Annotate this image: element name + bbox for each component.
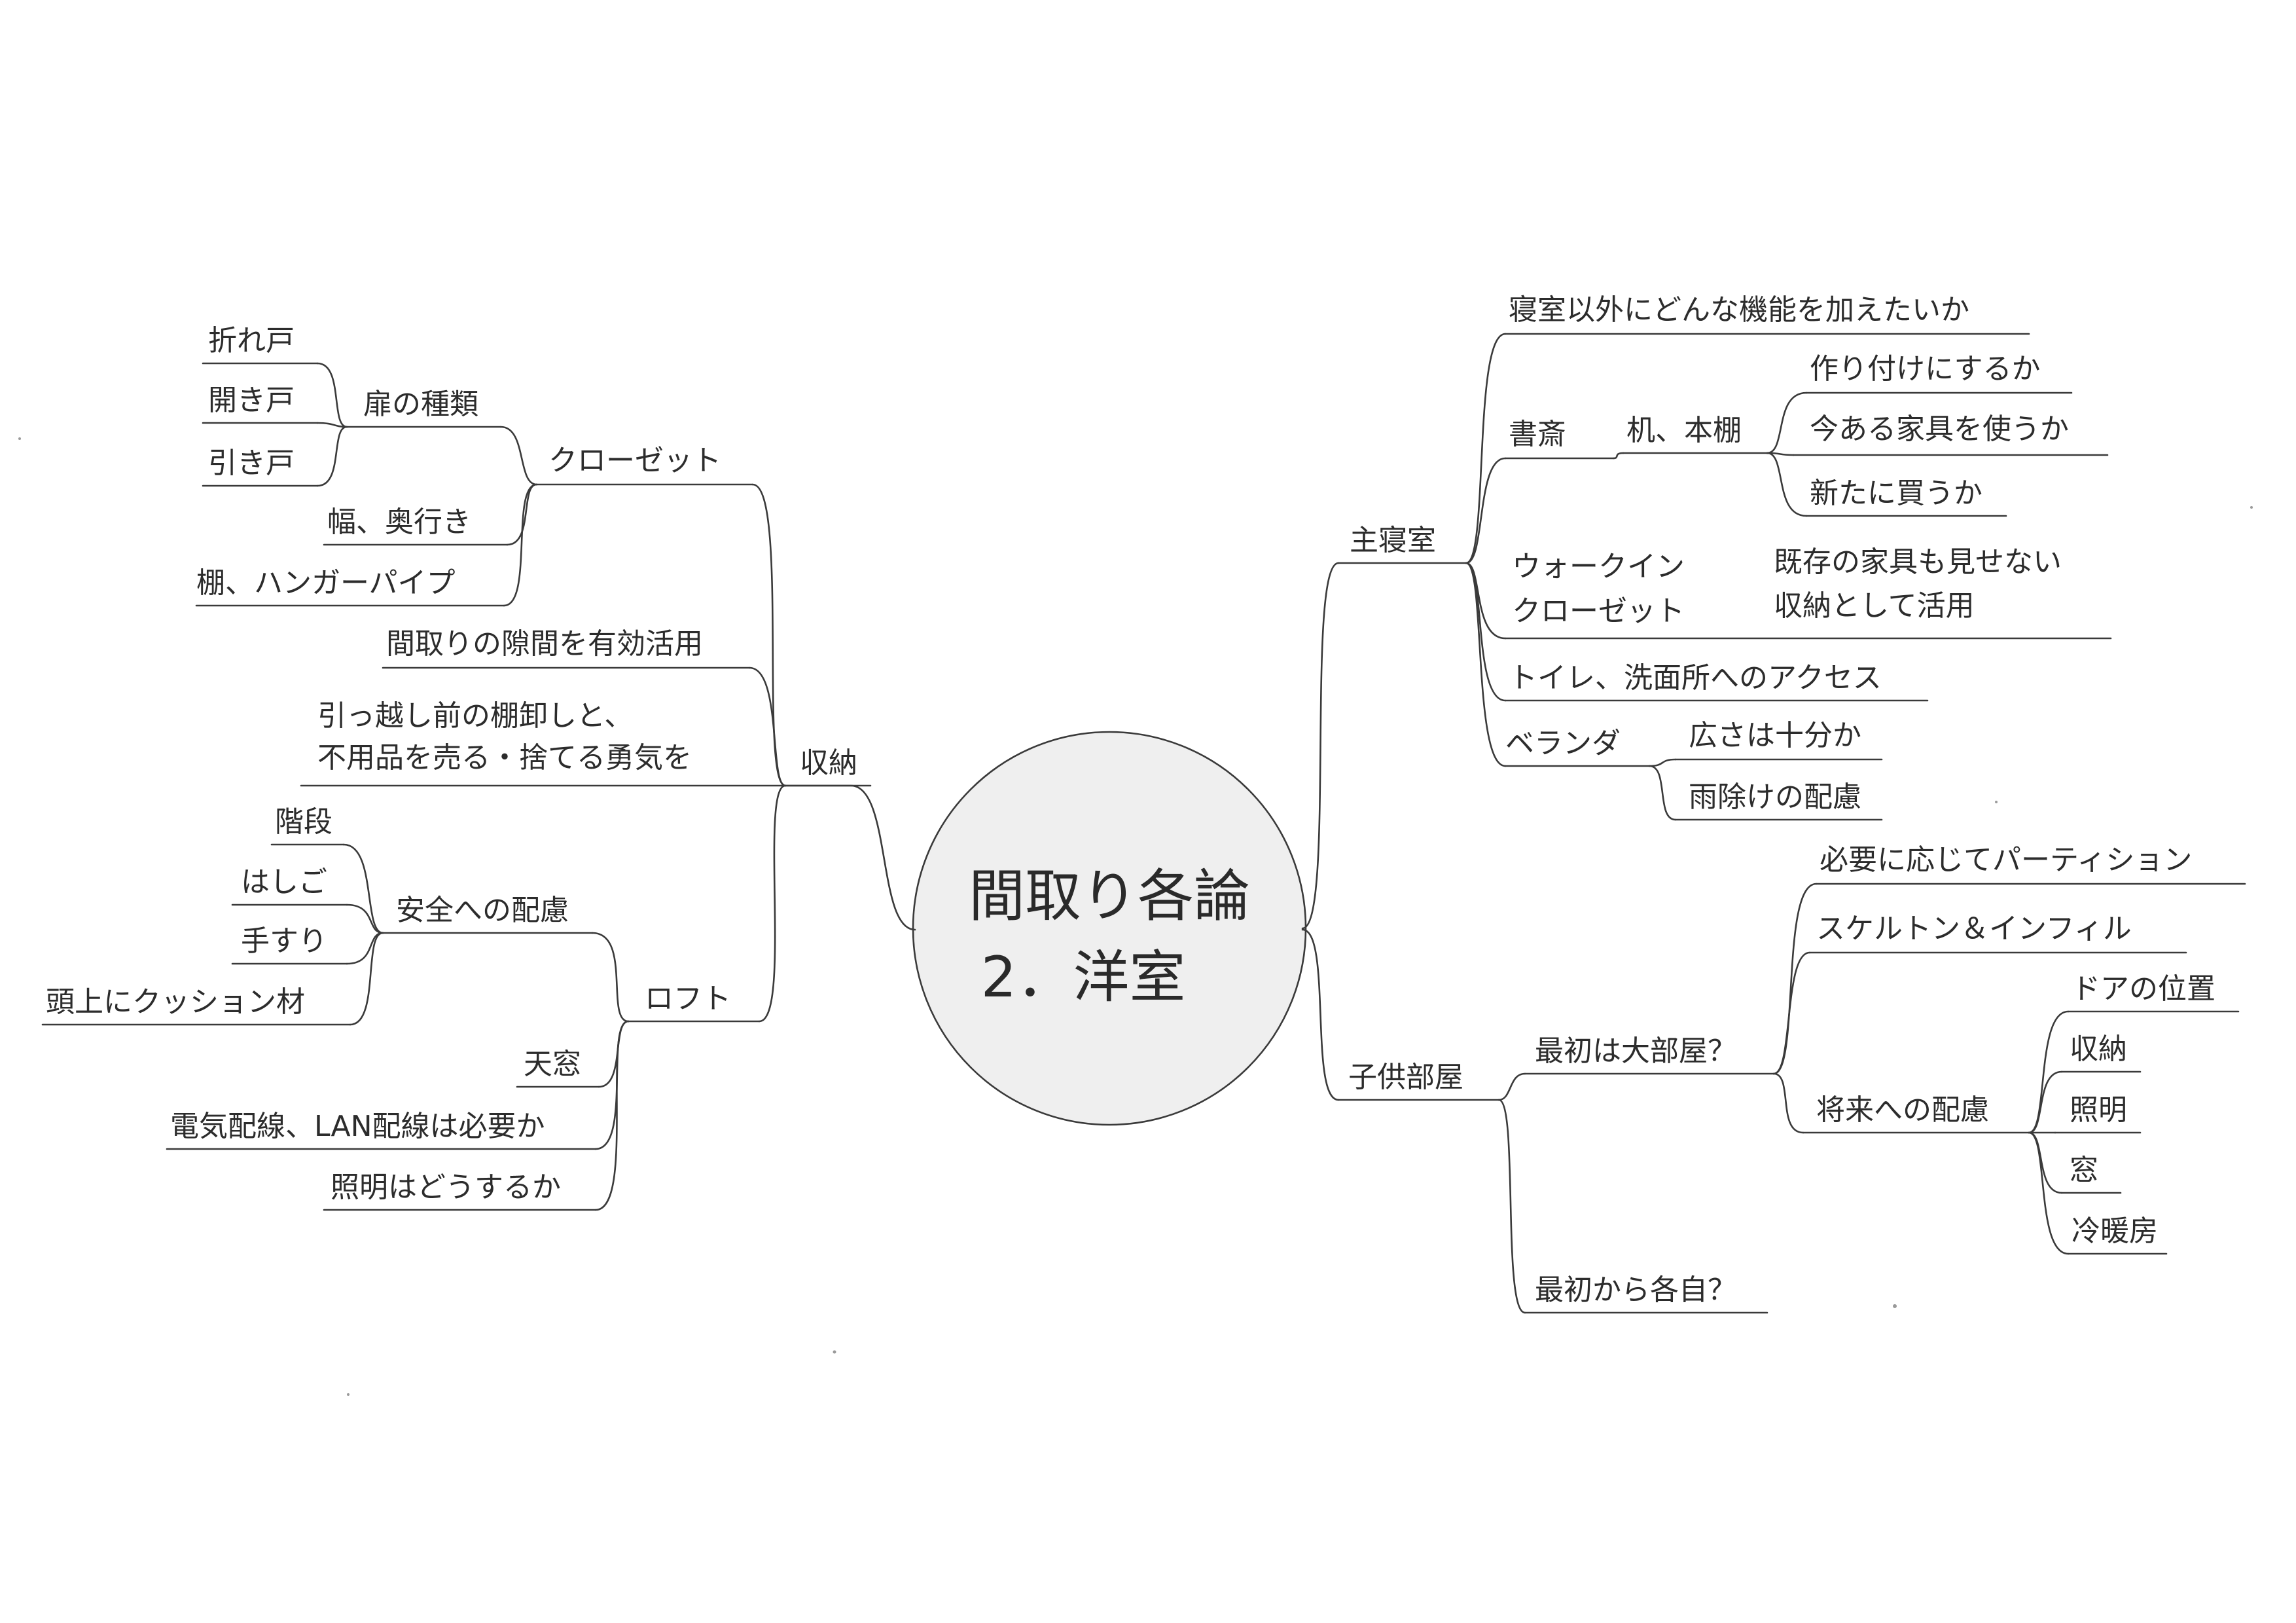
link-shuno-closet: [751, 483, 787, 787]
link-shushin-shosai: [1465, 457, 1507, 564]
node-shuno: 収納: [800, 746, 857, 780]
scan-speck: [833, 1350, 836, 1354]
link-kodomo-daibeya: [1498, 1072, 1526, 1101]
center-title: 間取り各論: [969, 864, 1250, 929]
node-hikido: 引き戸: [208, 447, 295, 480]
node-sukima: 間取りの隙間を有効活用: [386, 627, 703, 661]
link-closet-tobira: [499, 426, 538, 486]
node-tenmado: 天窓: [524, 1048, 581, 1081]
node-kodomo: 子供部屋: [1348, 1061, 1463, 1094]
link-shorai-shuno: [2028, 1070, 2063, 1134]
scan-speck: [18, 437, 21, 440]
node-veranda: ベランダ: [1505, 727, 1621, 760]
link-center-kodomo: [1301, 928, 1340, 1101]
link-loft-tenmado: [598, 1020, 630, 1088]
node-kakuji: 最初から各自？: [1535, 1273, 1736, 1307]
link-loft-shomei: [594, 1020, 630, 1211]
center-subtitle: 2．洋室: [981, 945, 1186, 1010]
node-shorai-shomei: 照明: [2070, 1093, 2127, 1127]
link-tsukue-arata: [1766, 452, 1808, 517]
node-hashigo: はしご: [241, 866, 327, 899]
link-shorai-danbo: [2028, 1131, 2070, 1255]
node-mado: 窓: [2070, 1154, 2098, 1187]
node-shomei-loft: 照明はどうするか: [331, 1171, 561, 1204]
node-tobira: 扉の種類: [363, 388, 478, 421]
node-door: ドアの位置: [2072, 972, 2215, 1006]
node-kino: 寝室以外にどんな機能を加えたいか: [1509, 293, 1969, 327]
node-shushinshitsu: 主寝室: [1350, 524, 1436, 557]
node-anzen: 安全への配慮: [396, 894, 569, 927]
scan-speck: [347, 1393, 350, 1396]
node-shorai: 将来への配慮: [1816, 1093, 1989, 1127]
link-shosai-tsukue: [1612, 452, 1624, 460]
node-denki: 電気配線、LAN配線は必要か: [170, 1110, 545, 1143]
link-veranda-hirosa: [1648, 758, 1677, 767]
link-shushin-veranda: [1465, 562, 1507, 767]
node-tesuri: 手すり: [241, 924, 327, 958]
scan-speck: [2250, 506, 2253, 509]
node-walkin-line2: クローゼット: [1512, 594, 1685, 628]
node-tsukue: 机、本棚: [1626, 414, 1742, 447]
node-ima: 今ある家具を使うか: [1810, 412, 2069, 446]
node-danbo: 冷暖房: [2072, 1214, 2158, 1248]
link-center-shushinshitsu: [1301, 562, 1340, 930]
node-partition: 必要に応じてパーティション: [1820, 843, 2192, 877]
link-shushin-kino: [1465, 333, 1507, 564]
node-arata: 新たに買うか: [1810, 477, 1982, 510]
link-daibeya-skeleton: [1772, 951, 1811, 1075]
scan-speck: [1995, 801, 1998, 803]
node-shosai: 書斎: [1509, 418, 1566, 451]
link-anzen-zujo: [349, 932, 384, 1026]
link-tsukue-tsukuri: [1766, 392, 1808, 454]
link-shuno-loft: [758, 784, 787, 1023]
link-kodomo-kakuji: [1498, 1099, 1526, 1314]
node-daibeya: 最初は大部屋？: [1535, 1034, 1736, 1068]
node-tsukuri: 作り付けにするか: [1810, 352, 2040, 386]
node-shorai-shuno: 収納: [2070, 1032, 2127, 1066]
link-daibeya-shorai: [1772, 1072, 1804, 1134]
node-skeleton: スケルトン＆インフィル: [1816, 912, 2132, 945]
center-topic-circle: [912, 731, 1307, 1126]
node-hirosa: 広さは十分か: [1689, 719, 1861, 752]
link-veranda-amayoke: [1648, 765, 1677, 821]
node-oredo: 折れ戸: [208, 324, 295, 357]
link-shuno-sukima: [748, 666, 787, 787]
link-center-shuno: [784, 784, 916, 931]
node-tana: 棚、ハンガーパイプ: [196, 566, 456, 600]
node-toilet: トイレ、洗面所へのアクセス: [1509, 661, 1882, 695]
node-hikkoshi-line1: 引っ越し前の棚卸しと、: [317, 699, 633, 733]
node-haba: 幅、奥行き: [327, 505, 471, 539]
link-loft-denki: [594, 1020, 630, 1150]
link-tobira-oredo: [316, 362, 348, 428]
node-hikkoshi-line2: 不用品を売る・捨てる勇気を: [317, 741, 692, 775]
link-closet-tana: [503, 483, 538, 607]
node-zujo: 頭上にクッション材: [46, 985, 305, 1019]
node-walkin-note-line2: 収納として活用: [1774, 589, 1975, 623]
link-tobira-hikido: [316, 426, 348, 487]
node-amayoke: 雨除けの配慮: [1689, 780, 1861, 814]
link-shorai-mado: [2028, 1131, 2063, 1194]
node-closet: クローゼット: [548, 444, 721, 477]
link-shushin-toilet: [1465, 562, 1507, 702]
scan-speck: [1893, 1304, 1897, 1308]
node-loft: ロフト: [645, 982, 731, 1015]
link-anzen-kaidan: [342, 843, 384, 934]
node-hirakido: 開き戸: [208, 384, 295, 417]
link-anzen-hashigo: [346, 903, 384, 934]
node-walkin-line1: ウォークイン: [1512, 550, 1685, 583]
link-loft-anzen: [591, 932, 630, 1023]
node-kaidan: 階段: [275, 805, 332, 839]
node-walkin-note-line1: 既存の家具も見せない: [1774, 545, 2062, 579]
